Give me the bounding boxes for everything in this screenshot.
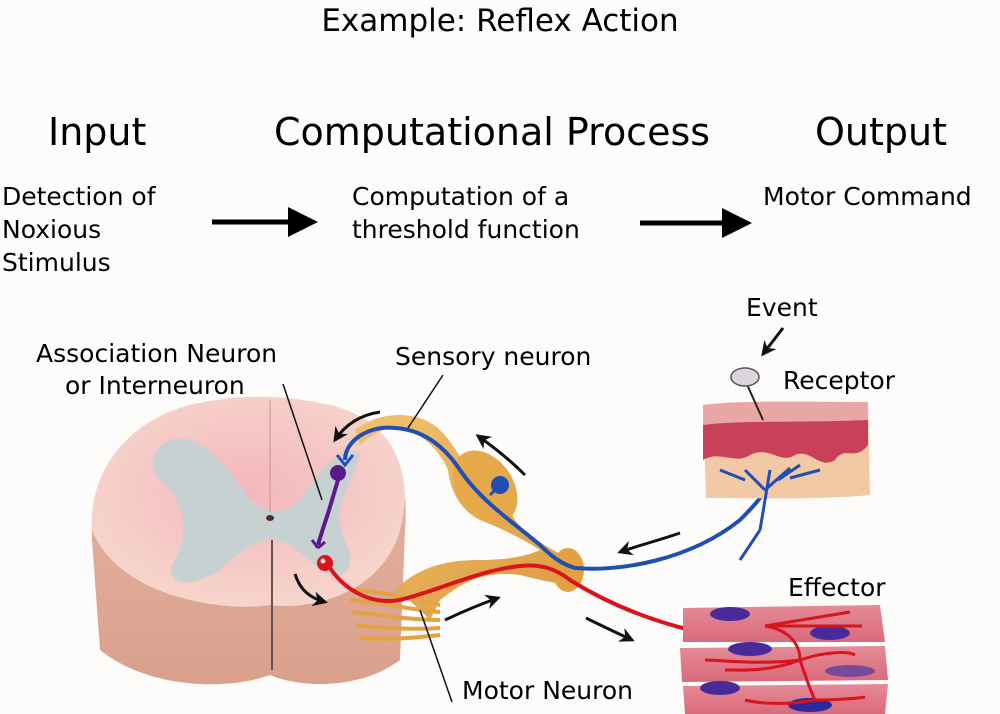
stage-heading-input: Input bbox=[48, 110, 147, 154]
label-sensory-neuron: Sensory neuron bbox=[395, 342, 592, 371]
output-line-1: Motor Command bbox=[763, 182, 972, 211]
input-line-1: Detection of bbox=[2, 182, 156, 211]
label-interneuron: or Interneuron bbox=[65, 371, 245, 400]
stage-description-input: Detection of Noxious Stimulus bbox=[2, 180, 156, 279]
interneuron bbox=[310, 465, 346, 550]
stage-heading-process: Computational Process bbox=[274, 110, 711, 154]
label-association-neuron: Association Neuron bbox=[36, 339, 278, 368]
process-line-2: threshold function bbox=[352, 215, 580, 244]
spinal-cord bbox=[91, 396, 441, 685]
label-event: Event bbox=[746, 293, 818, 322]
process-line-1: Computation of a bbox=[352, 182, 570, 211]
stage-description-process: Computation of a threshold function bbox=[352, 180, 580, 246]
pin-icon bbox=[730, 367, 760, 387]
label-receptor: Receptor bbox=[783, 366, 895, 395]
sensory-neuron bbox=[335, 425, 782, 571]
input-line-2: Noxious bbox=[2, 215, 102, 244]
stage-heading-output: Output bbox=[815, 110, 947, 154]
stage-description-output: Motor Command bbox=[763, 180, 972, 213]
label-effector: Effector bbox=[788, 573, 886, 602]
skin-receptor bbox=[703, 327, 870, 561]
event-arrow-icon bbox=[761, 327, 785, 357]
effector-muscle bbox=[680, 605, 888, 714]
input-line-3: Stimulus bbox=[2, 248, 111, 277]
association-leader-line bbox=[282, 383, 323, 501]
label-motor-neuron: Motor Neuron bbox=[462, 676, 633, 705]
diagram-title: Example: Reflex Action bbox=[321, 3, 679, 39]
motor-leader-line bbox=[419, 609, 453, 703]
signal-direction-arrows bbox=[293, 410, 681, 642]
sensory-leader-line bbox=[407, 374, 444, 429]
